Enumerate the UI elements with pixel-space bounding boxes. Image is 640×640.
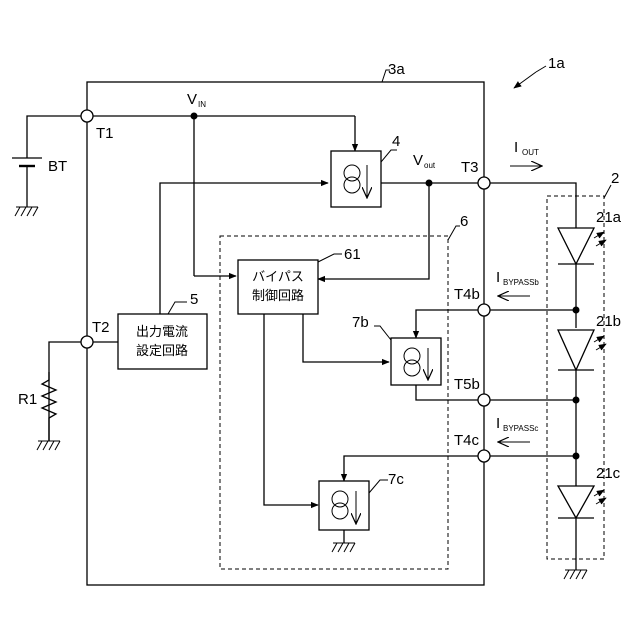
source-7b-label: 7b [352,314,369,331]
battery-label: BT [48,158,67,175]
terminal-t4b [478,304,490,316]
led-21b-label: 21b [596,313,621,330]
regulator-4 [331,151,381,207]
ibypass-c-sub: BYPASSc [503,424,538,433]
leader-61 [318,254,342,262]
battery-symbol [12,158,42,177]
vin-sub: IN [198,100,206,109]
leader-6 [448,226,460,240]
ibypass-b-sub: BYPASSb [503,278,539,287]
terminal-t4c-label: T4c [454,432,480,449]
vout-sub: out [424,161,436,170]
ibypass-c-label: I [496,415,500,432]
led-module-label: 2 [611,170,619,187]
bypass-control-box [238,260,318,314]
current-source-7b [391,338,441,385]
led-21c [558,486,606,518]
current-source-7c [319,481,369,530]
terminal-t5b-label: T5b [454,376,480,393]
bypass-control-text-2: 制御回路 [252,288,304,304]
terminal-t3 [478,177,490,189]
leader-1a [536,66,546,72]
led-21b [558,330,606,370]
current-setting-label: 5 [190,291,198,308]
bypass-block-label: 6 [460,213,468,230]
led-21c-label: 21c [596,465,621,482]
device-label: 1a [548,55,565,72]
vin-label: V [187,91,197,108]
led-21a-label: 21a [596,209,622,226]
device-arrow [514,72,536,88]
resistor-label: R1 [18,391,37,408]
terminal-t2 [81,336,93,348]
terminal-t1 [81,110,93,122]
terminal-t4b-label: T4b [454,286,480,303]
leader-2 [604,185,611,198]
led-21a [558,228,606,264]
current-setting-box [118,314,207,369]
current-setting-text-1: 出力電流 [136,325,188,340]
iout-sub: OUT [522,148,539,157]
ibypass-b-label: I [496,269,500,286]
regulator-label: 4 [392,133,400,150]
leader-7b [374,326,391,340]
terminal-t5b [478,394,490,406]
current-setting-text-2: 設定回路 [136,343,188,359]
terminal-t1-label: T1 [96,125,114,142]
terminal-t3-label: T3 [461,159,479,176]
source-7c-label: 7c [388,471,404,488]
ic-label: 3a [388,61,405,78]
terminal-t4c [478,450,490,462]
leader-5 [168,302,187,314]
terminal-t2-label: T2 [92,319,110,336]
vout-label: V [413,152,423,169]
bypass-control-label: 61 [344,246,361,263]
leader-4 [381,150,397,162]
wires [27,116,576,570]
leader-7c [369,480,388,493]
bypass-control-text-1: バイパス [252,270,304,285]
iout-label: I [514,139,518,156]
